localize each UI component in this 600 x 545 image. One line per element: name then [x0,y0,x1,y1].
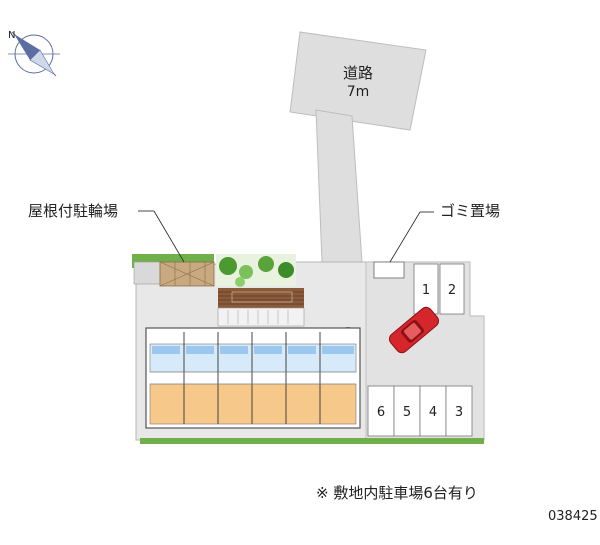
parking-space-number: 4 [429,405,437,420]
hedge [140,438,484,444]
parking-space-number: 5 [403,405,411,420]
parking-space-number: 2 [448,283,456,298]
road: 道路 7m [289,31,427,263]
deck [217,288,355,341]
road-width: 7m [347,84,370,100]
property-code: 038425 [548,509,598,524]
courtyard-garden [216,254,296,287]
parking-space-number: 1 [422,283,430,298]
apartment-building [145,327,361,429]
parking-space-number: 6 [377,405,385,420]
garbage-area: ゴミ置場 [373,202,500,279]
parking-note: ※ 敷地内駐車場6台有り [316,484,478,502]
garbage-label: ゴミ置場 [440,202,500,220]
bicycle-parking: 屋根付駐輪場 [28,202,215,287]
road-name: 道路 [343,64,373,82]
parking-spaces: 1 2 6 5 4 3 [367,263,473,437]
bicycle-parking-label: 屋根付駐輪場 [28,202,118,220]
compass-icon: N [8,30,60,77]
parking-space-number: 3 [455,405,463,420]
compass-north-label: N [8,30,15,41]
car-icon [388,306,440,354]
